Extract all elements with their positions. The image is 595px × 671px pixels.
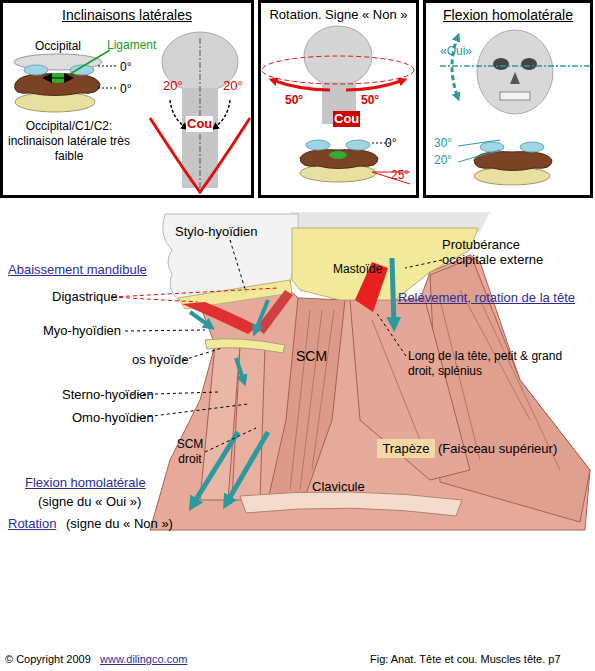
leader-line (183, 348, 222, 360)
condyle (306, 140, 330, 150)
action-note: (signe du « Non ») (66, 516, 173, 531)
scm-muscle (268, 298, 345, 500)
sign-label: «Oui» (440, 44, 472, 59)
ligament-arrow (46, 77, 70, 79)
bone-label: Mastoïde (333, 262, 382, 277)
action-note: (signe du « Oui ») (38, 494, 141, 509)
bone-label: Protubérance occipitale externe (442, 237, 572, 267)
motion-arrow (214, 100, 230, 128)
rotation-arrow (272, 80, 330, 90)
teeth (500, 92, 530, 100)
leader-line (376, 312, 406, 356)
panel-title: Inclinaisons latérales (3, 7, 251, 24)
neck-label: Cou (186, 116, 213, 132)
neck-label: Cou (333, 111, 360, 127)
figure-caption: Fig: Anat. Tête et cou. Muscles tête. p7 (370, 652, 561, 666)
angle-value: 0° (120, 60, 131, 75)
note-text: Occipital/C1/C2: inclinaison latérale tr… (5, 119, 133, 164)
bone-label: Occipital (35, 39, 81, 54)
muscle-label: SCM (296, 348, 327, 365)
ligament (329, 151, 347, 159)
condyle (480, 142, 504, 152)
muscle-tag: Trapèze (377, 439, 435, 458)
angle-line (458, 140, 500, 146)
motion-panel: Inclinaisons latéralesOccipital Ligament 0… (0, 0, 254, 198)
muscle-label: Sterno-hyoïdien (62, 387, 154, 402)
clavicle (240, 492, 462, 516)
leader-line (405, 260, 442, 268)
atlas-vertebra (300, 150, 378, 169)
panel-title: Rotation. Signe « Non » (261, 7, 416, 23)
angle-line (98, 88, 118, 89)
angle-value: 30° (434, 136, 452, 151)
angle-value: 50° (285, 93, 303, 108)
hyoid-bone (205, 339, 285, 353)
action-label: Abaissement mandibule (8, 262, 147, 277)
digastric-posterior (256, 290, 293, 334)
digastric-anterior (182, 302, 258, 334)
omohyoid-muscle (232, 346, 265, 500)
muscle-label: Trapèze (377, 441, 435, 457)
muscle-label: Stylo-hyoïdien (175, 224, 257, 239)
leader-line (125, 330, 205, 331)
action-arrow (392, 258, 394, 326)
axis-line (440, 65, 590, 67)
motion-panel: Rotation. Signe « Non »50°50°Cou0°25° (258, 0, 419, 198)
eye-socket (493, 58, 509, 70)
condyle (520, 142, 544, 152)
bone-label: Clavicule (312, 479, 365, 494)
angle-value: 0° (120, 82, 131, 97)
muscle-label: SCM droit (165, 437, 215, 467)
action-arrow (236, 358, 244, 382)
motion-arrow (170, 100, 186, 128)
ligament (46, 73, 70, 83)
copyright: © Copyright 2009 (5, 652, 91, 666)
ligament-label: Ligament (107, 38, 156, 53)
atlas-vertebra (15, 74, 100, 96)
angle-value: 50° (361, 93, 379, 108)
action-label: Rotation (8, 516, 56, 531)
angle-value: 25° (391, 168, 409, 183)
leader-line (230, 240, 246, 292)
angle-value: 20° (163, 78, 183, 94)
angle-value: 20° (434, 153, 452, 168)
rotation-path (262, 56, 414, 84)
angle-line (458, 150, 500, 162)
nose (510, 72, 520, 84)
leader-line (112, 297, 198, 302)
angle-line (98, 66, 118, 67)
action-label: Flexion homolatérale (25, 475, 146, 490)
angle-value: 20° (223, 78, 243, 94)
angle-value: 0° (385, 136, 396, 151)
motion-panel: Flexion homolatérale «Oui» 30° 20° (423, 0, 593, 198)
bone-label: os hyoïde (132, 352, 188, 367)
rotation-arrow (346, 80, 404, 90)
skull (477, 30, 553, 114)
action-arrow (255, 300, 268, 332)
condyle (346, 140, 370, 150)
muscle-label: Digastrique (52, 289, 118, 304)
leader-line (112, 288, 278, 297)
eye-socket (521, 58, 537, 70)
leader-line (70, 50, 110, 74)
axis-line (200, 38, 201, 190)
muscle-label: Omo-hyoïdien (72, 410, 154, 425)
action-label: Relèvement, rotation de la tête (398, 290, 575, 305)
muscle-note: (Faisceau supérieur) (438, 441, 557, 456)
muscle-label: Long de la tête, petit & grand droit, sp… (408, 349, 590, 379)
panel-title: Flexion homolatérale (426, 7, 590, 24)
leader-line (205, 428, 256, 452)
muscle-fibres (290, 290, 560, 490)
website: www.dilingco.com (100, 652, 187, 666)
muscle-label: Myo-hyoïdien (43, 323, 121, 338)
skull (304, 26, 372, 86)
action-arrow (190, 312, 211, 327)
condyle (24, 65, 48, 75)
